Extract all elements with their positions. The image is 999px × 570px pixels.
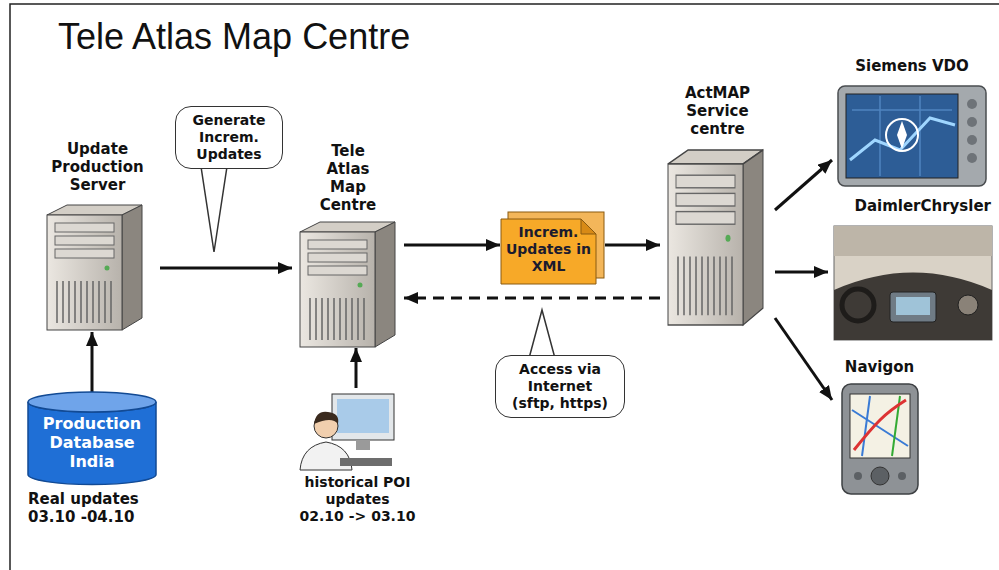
car-dashboard-picture	[834, 226, 992, 340]
flow-arrow	[775, 160, 832, 210]
device-node: DaimlerChrysler	[828, 195, 995, 345]
server-node: Tele Atlas Map Centre	[292, 140, 404, 348]
diagram-title: Tele Atlas Map Centre	[58, 16, 410, 58]
flow-arrow	[91, 332, 94, 392]
flow-arrow	[160, 267, 292, 270]
database-cylinder: Production Database India	[27, 392, 157, 486]
node-label: DaimlerChrysler	[828, 197, 991, 215]
node-label: 02.10 -> 03.10	[288, 508, 428, 525]
callout-tail	[200, 160, 228, 252]
device-node: Navigon	[832, 355, 927, 500]
pda-picture	[842, 384, 918, 494]
person-node: historical POI updates02.10 -> 03.10	[285, 388, 430, 526]
flow-arrow	[775, 318, 832, 400]
frame-line	[10, 4, 999, 570]
navigation-unit-picture	[838, 86, 986, 186]
node-label: Siemens VDO	[832, 57, 992, 75]
flow-arrow	[404, 297, 660, 300]
node-label: Tele Atlas Map Centre	[314, 142, 382, 214]
node-label: ActMAP Service centre	[675, 84, 760, 138]
server-icon	[47, 205, 142, 330]
node-label: historical POI updates	[288, 474, 428, 508]
node-label: Increm. Updates in XML	[505, 224, 592, 274]
node-label: Generate Increm. Updates	[182, 112, 276, 162]
flow-arrow	[404, 244, 500, 247]
server-node: ActMAP Service centre	[660, 82, 775, 330]
node-label: Production Database India	[32, 414, 152, 472]
node-label: Access via Internet (sftp, https)	[510, 361, 610, 411]
note-label: Real updates 03.10 -04.10	[28, 490, 178, 526]
device-node: Siemens VDO	[832, 55, 992, 190]
server-node: Update Production Server	[35, 138, 160, 332]
node-label: Navigon	[832, 358, 927, 376]
flow-arrow	[355, 348, 358, 388]
xml-document: Increm. Updates in XML	[500, 212, 605, 285]
node-label: Update Production Server	[40, 140, 155, 194]
flow-arrow	[605, 244, 660, 247]
person-at-computer	[300, 394, 394, 470]
server-icon	[668, 150, 763, 325]
flow-arrow	[775, 271, 828, 274]
server-icon	[300, 222, 395, 347]
callout-bubble: Generate Increm. Updates	[175, 106, 283, 169]
callout-bubble: Access via Internet (sftp, https)	[495, 355, 625, 418]
